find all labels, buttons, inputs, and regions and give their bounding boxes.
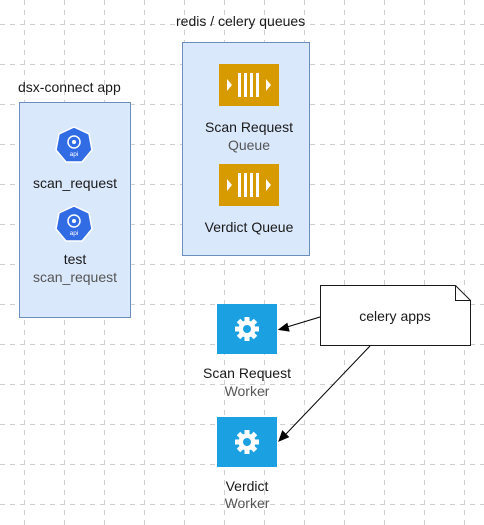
api-icon: api: [55, 126, 93, 163]
api-icon-text: api: [70, 230, 79, 237]
queue-icon: [219, 164, 279, 206]
app-container-title: dsx-connect app: [18, 79, 121, 95]
arrow-to-verdict-worker: [278, 345, 371, 442]
queue-container-title: redis / celery queues: [176, 13, 306, 29]
worker-node-sublabel: Worker: [224, 383, 270, 399]
api-icon-text: api: [70, 151, 79, 158]
note-label: celery apps: [359, 308, 431, 324]
gear-icon: [217, 304, 277, 354]
arrow-to-scan-worker: [277, 316, 321, 332]
queue-icon: [219, 64, 279, 106]
queue-node-sublabel: Queue: [227, 137, 271, 153]
app-node-sublabel: scan_request: [32, 269, 118, 285]
gear-icon: [217, 417, 277, 467]
queue-node-label: Scan Request: [205, 119, 293, 135]
app-node-label: test: [63, 251, 87, 267]
app-node-label: scan_request: [32, 175, 118, 191]
worker-node-label: Scan Request: [203, 365, 291, 381]
worker-node-label: Verdict: [225, 478, 269, 494]
api-icon: api: [55, 205, 93, 242]
worker-node-sublabel: Worker: [224, 495, 270, 511]
queue-node-label: Verdict Queue: [204, 219, 294, 235]
